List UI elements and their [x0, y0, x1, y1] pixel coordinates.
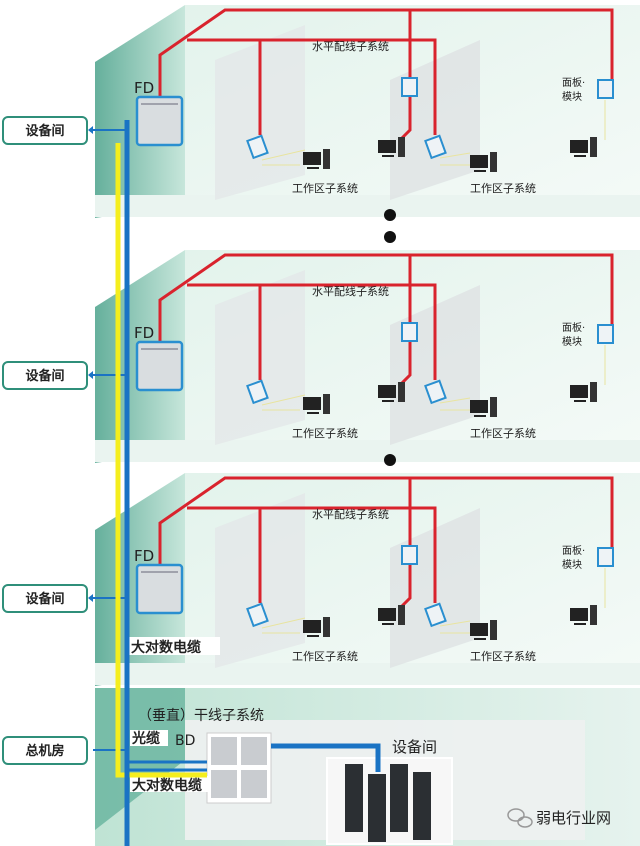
- room-label: 设备间: [25, 368, 64, 384]
- work-area-label: 工作区子系统: [470, 427, 536, 440]
- computer-icon: [570, 137, 597, 157]
- continuation-dot: [384, 209, 396, 221]
- panel-label: 模块: [562, 336, 582, 348]
- work-area-label: 工作区子系统: [470, 650, 536, 663]
- computer-icon: [378, 137, 405, 157]
- fd-label: FD: [134, 79, 154, 97]
- horizontal-subsystem-label: 水平配线子系统: [312, 284, 389, 298]
- floor-distributor: [135, 340, 184, 392]
- computer-icon: [378, 605, 405, 625]
- computer-icon: [303, 149, 330, 169]
- computer-icon: [303, 617, 330, 637]
- panel-module-icon: [401, 545, 418, 565]
- wechat-icon: [507, 808, 533, 828]
- computer-icon: [570, 382, 597, 402]
- computer-icon: [470, 620, 497, 640]
- continuation-dot: [384, 454, 396, 466]
- horizontal-subsystem-label: 水平配线子系统: [312, 39, 389, 53]
- fiber-label: 光缆: [131, 730, 160, 747]
- computer-icon: [470, 152, 497, 172]
- panel-module-icon: [424, 379, 447, 405]
- patch-cord: [261, 568, 606, 634]
- computer-icon: [470, 397, 497, 417]
- main-equipment-room: （垂直）干线子系统 光缆 BD 设备间 大对数电缆 弱电行业网: [95, 688, 640, 846]
- equipment-room-badge: 设备间: [2, 116, 127, 145]
- continuation-dot: [384, 231, 396, 243]
- fiber-to-bd: [127, 760, 207, 772]
- work-area-label: 工作区子系统: [292, 427, 358, 440]
- copper-cable-label: 大对数电缆: [132, 777, 202, 794]
- floor-distributor: [135, 95, 184, 147]
- fd-label: FD: [134, 324, 154, 342]
- patch-cord: [261, 345, 606, 411]
- panel-module-icon: [246, 134, 269, 160]
- horizontal-cable: [158, 8, 614, 142]
- panel-label: 面板·: [562, 76, 585, 89]
- panel-module-icon: [597, 324, 614, 344]
- bd-label: BD: [175, 733, 195, 749]
- panel-label: 面板·: [562, 321, 585, 334]
- panel-module-icon: [597, 79, 614, 99]
- panel-module-icon: [246, 379, 269, 405]
- panel-label: 面板·: [562, 544, 585, 557]
- work-area-label: 工作区子系统: [470, 182, 536, 195]
- panel-module-icon: [246, 602, 269, 628]
- main-room-badge: 总机房: [2, 736, 127, 765]
- backbone-label: （垂直）干线子系统: [138, 707, 264, 724]
- server-racks: [345, 764, 431, 842]
- horizontal-subsystem-label: 水平配线子系统: [312, 507, 389, 521]
- panel-module-icon: [424, 134, 447, 160]
- work-area-label: 工作区子系统: [292, 182, 358, 195]
- fd-label: FD: [134, 547, 154, 565]
- bd-cabinet: [206, 732, 272, 804]
- bd-fiber-link: [271, 743, 381, 772]
- equipment-room-badge: 设备间: [2, 361, 127, 390]
- room-label: 设备间: [25, 123, 64, 139]
- room-label: 设备间: [25, 591, 64, 607]
- equipment-room-badge: 设备间: [2, 584, 127, 613]
- panel-label: 模块: [562, 559, 582, 571]
- computer-icon: [303, 394, 330, 414]
- copper-backbone-cable: [115, 143, 207, 778]
- floor-slab: [95, 663, 640, 685]
- horizontal-cable: [158, 476, 614, 610]
- watermark: 弱电行业网: [536, 809, 611, 827]
- computer-icon: [570, 605, 597, 625]
- panel-module-icon: [424, 602, 447, 628]
- panel-module-icon: [401, 77, 418, 97]
- floor-distributor: [135, 563, 184, 615]
- panel-module-icon: [401, 322, 418, 342]
- work-area-label: 工作区子系统: [292, 650, 358, 663]
- floor-slab: [95, 440, 640, 462]
- copper-cable-label: 大对数电缆: [131, 639, 201, 656]
- equipment-room-label: 设备间: [392, 738, 437, 756]
- computer-icon: [378, 382, 405, 402]
- patch-cord: [261, 100, 606, 166]
- panel-module-icon: [597, 547, 614, 567]
- main-room-label: 总机房: [25, 743, 64, 759]
- horizontal-cable: [158, 253, 614, 387]
- panel-label: 模块: [562, 91, 582, 103]
- floor-slab: [95, 195, 640, 217]
